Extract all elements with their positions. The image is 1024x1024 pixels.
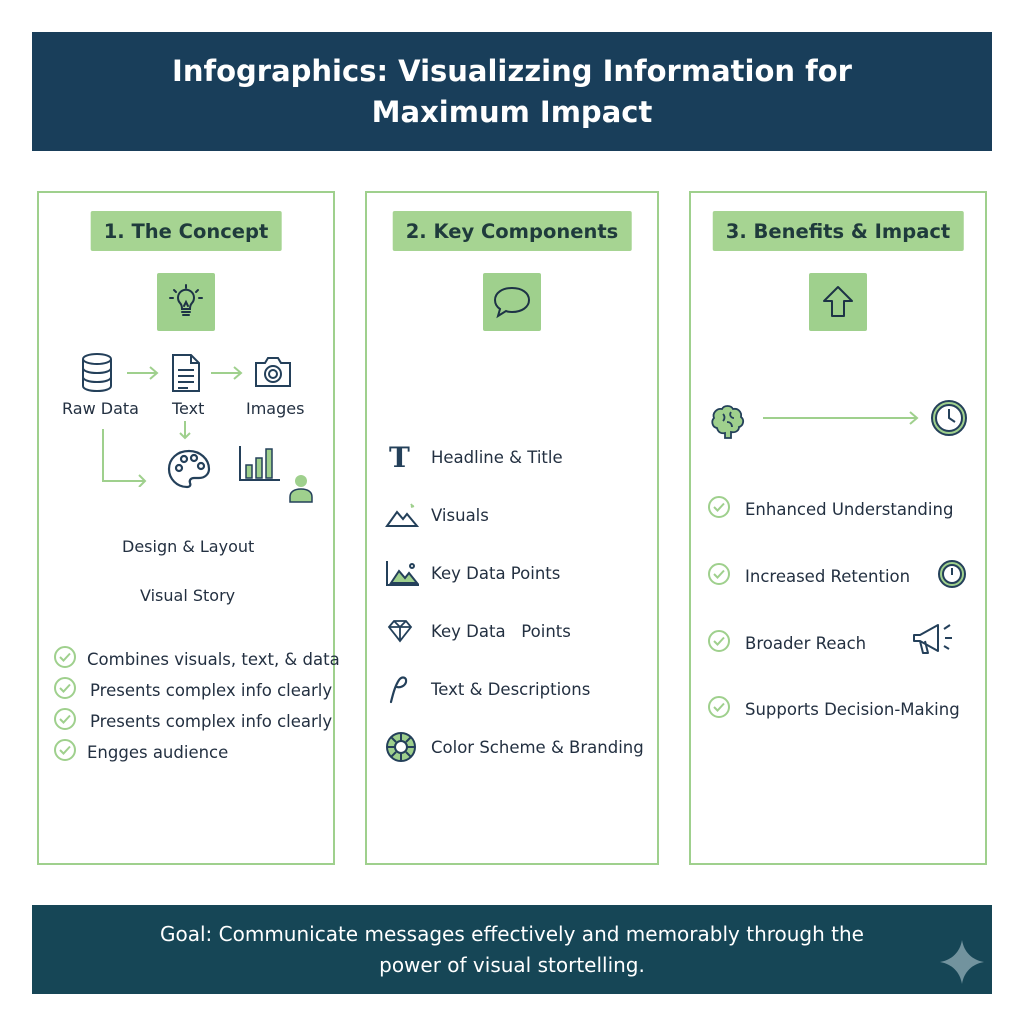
benefit-label: Increased Retention — [745, 566, 911, 586]
benefits-panel: 3. Benefits & Impact Enhanced Understand… — [689, 191, 987, 865]
concept-point-text: Engges audience — [87, 742, 229, 762]
person-icon — [288, 473, 314, 507]
text-label: Text — [172, 399, 205, 418]
color-wheel-icon — [385, 732, 421, 762]
component-item: Text & Descriptions — [385, 674, 590, 704]
arrow-right-icon — [125, 365, 161, 385]
arrow-down-icon — [177, 419, 193, 445]
visual-story-label: Visual Story — [140, 586, 236, 605]
component-label: Color Scheme & Branding — [431, 737, 644, 757]
benefit-label: Supports Decision-Making — [745, 699, 960, 719]
concept-point: Presents complex info clearly — [53, 676, 333, 704]
concept-point-text: Combines visuals, text, & data — [87, 649, 340, 669]
up-arrow-icon — [809, 273, 867, 331]
concept-point: Presents complex info clearly — [53, 707, 333, 735]
components-panel: 2. Key Components T Headline & Title Vis… — [365, 191, 659, 865]
arrow-right-icon — [761, 410, 921, 430]
page-title: Infographics: Visualizzing Information f… — [172, 53, 852, 129]
svg-text:T: T — [389, 443, 410, 471]
benefit-item: Increased Retention — [707, 562, 910, 590]
pen-icon — [385, 674, 421, 704]
component-label: Key Data Points — [431, 621, 571, 641]
benefit-item: Supports Decision-Making — [707, 695, 960, 723]
goal-footer: Goal: Communicate messages effectively a… — [32, 905, 992, 994]
concept-point: Combines visuals, text, & data — [53, 645, 340, 673]
database-icon — [79, 352, 115, 398]
goal-text: Goal: Communicate messages effectively a… — [160, 921, 864, 977]
clock-icon — [930, 399, 968, 441]
concept-point-text: Presents complex info clearly — [90, 711, 333, 731]
check-circle-icon — [53, 738, 77, 766]
components-title: 2. Key Components — [392, 211, 632, 251]
check-circle-icon — [53, 645, 77, 673]
sparkle-icon — [936, 936, 988, 992]
check-circle-icon — [707, 495, 731, 523]
component-label: Key Data Points — [431, 563, 561, 583]
component-label: Visuals — [431, 505, 489, 525]
raw-data-label: Raw Data — [62, 399, 139, 418]
component-item: Color Scheme & Branding — [385, 732, 644, 762]
chart-mountain-icon — [385, 558, 421, 588]
palette-icon — [166, 448, 212, 494]
camera-icon — [253, 355, 293, 393]
concept-point-text: Presents complex info clearly — [90, 680, 333, 700]
mountain-icon — [385, 500, 421, 530]
brain-icon — [709, 402, 749, 444]
concept-title: 1. The Concept — [90, 211, 282, 251]
diamond-icon — [385, 616, 421, 646]
component-label: Headline & Title — [431, 447, 563, 467]
benefit-item: Broader Reach — [707, 629, 866, 657]
images-label: Images — [246, 399, 305, 418]
design-layout-label: Design & Layout — [122, 537, 255, 556]
check-circle-icon — [707, 629, 731, 657]
megaphone-icon — [911, 621, 961, 661]
benefit-label: Enhanced Understanding — [745, 499, 954, 519]
component-item: Key Data Points — [385, 616, 571, 646]
component-item: T Headline & Title — [385, 442, 563, 472]
benefit-label: Broader Reach — [745, 633, 867, 653]
elbow-arrow-icon — [99, 427, 151, 491]
check-circle-icon — [707, 695, 731, 723]
header-banner: Infographics: Visualizzing Information f… — [32, 32, 992, 151]
benefit-item: Enhanced Understanding — [707, 495, 953, 523]
lightbulb-icon — [157, 273, 215, 331]
concept-panel: 1. The Concept — [37, 191, 340, 865]
timer-icon — [937, 559, 967, 593]
serif-t-icon: T — [385, 442, 421, 472]
speech-bubble-icon — [483, 273, 541, 331]
check-circle-icon — [53, 707, 77, 735]
document-icon — [170, 353, 202, 397]
component-item: Visuals — [385, 500, 489, 530]
check-circle-icon — [53, 676, 77, 704]
check-circle-icon — [707, 562, 731, 590]
component-item: Key Data Points — [385, 558, 560, 588]
arrow-right-icon — [209, 365, 245, 385]
concept-point: Engges audience — [53, 738, 229, 766]
benefits-title: 3. Benefits & Impact — [712, 211, 964, 251]
component-label: Text & Descriptions — [431, 679, 591, 699]
bar-chart-icon — [237, 443, 283, 487]
